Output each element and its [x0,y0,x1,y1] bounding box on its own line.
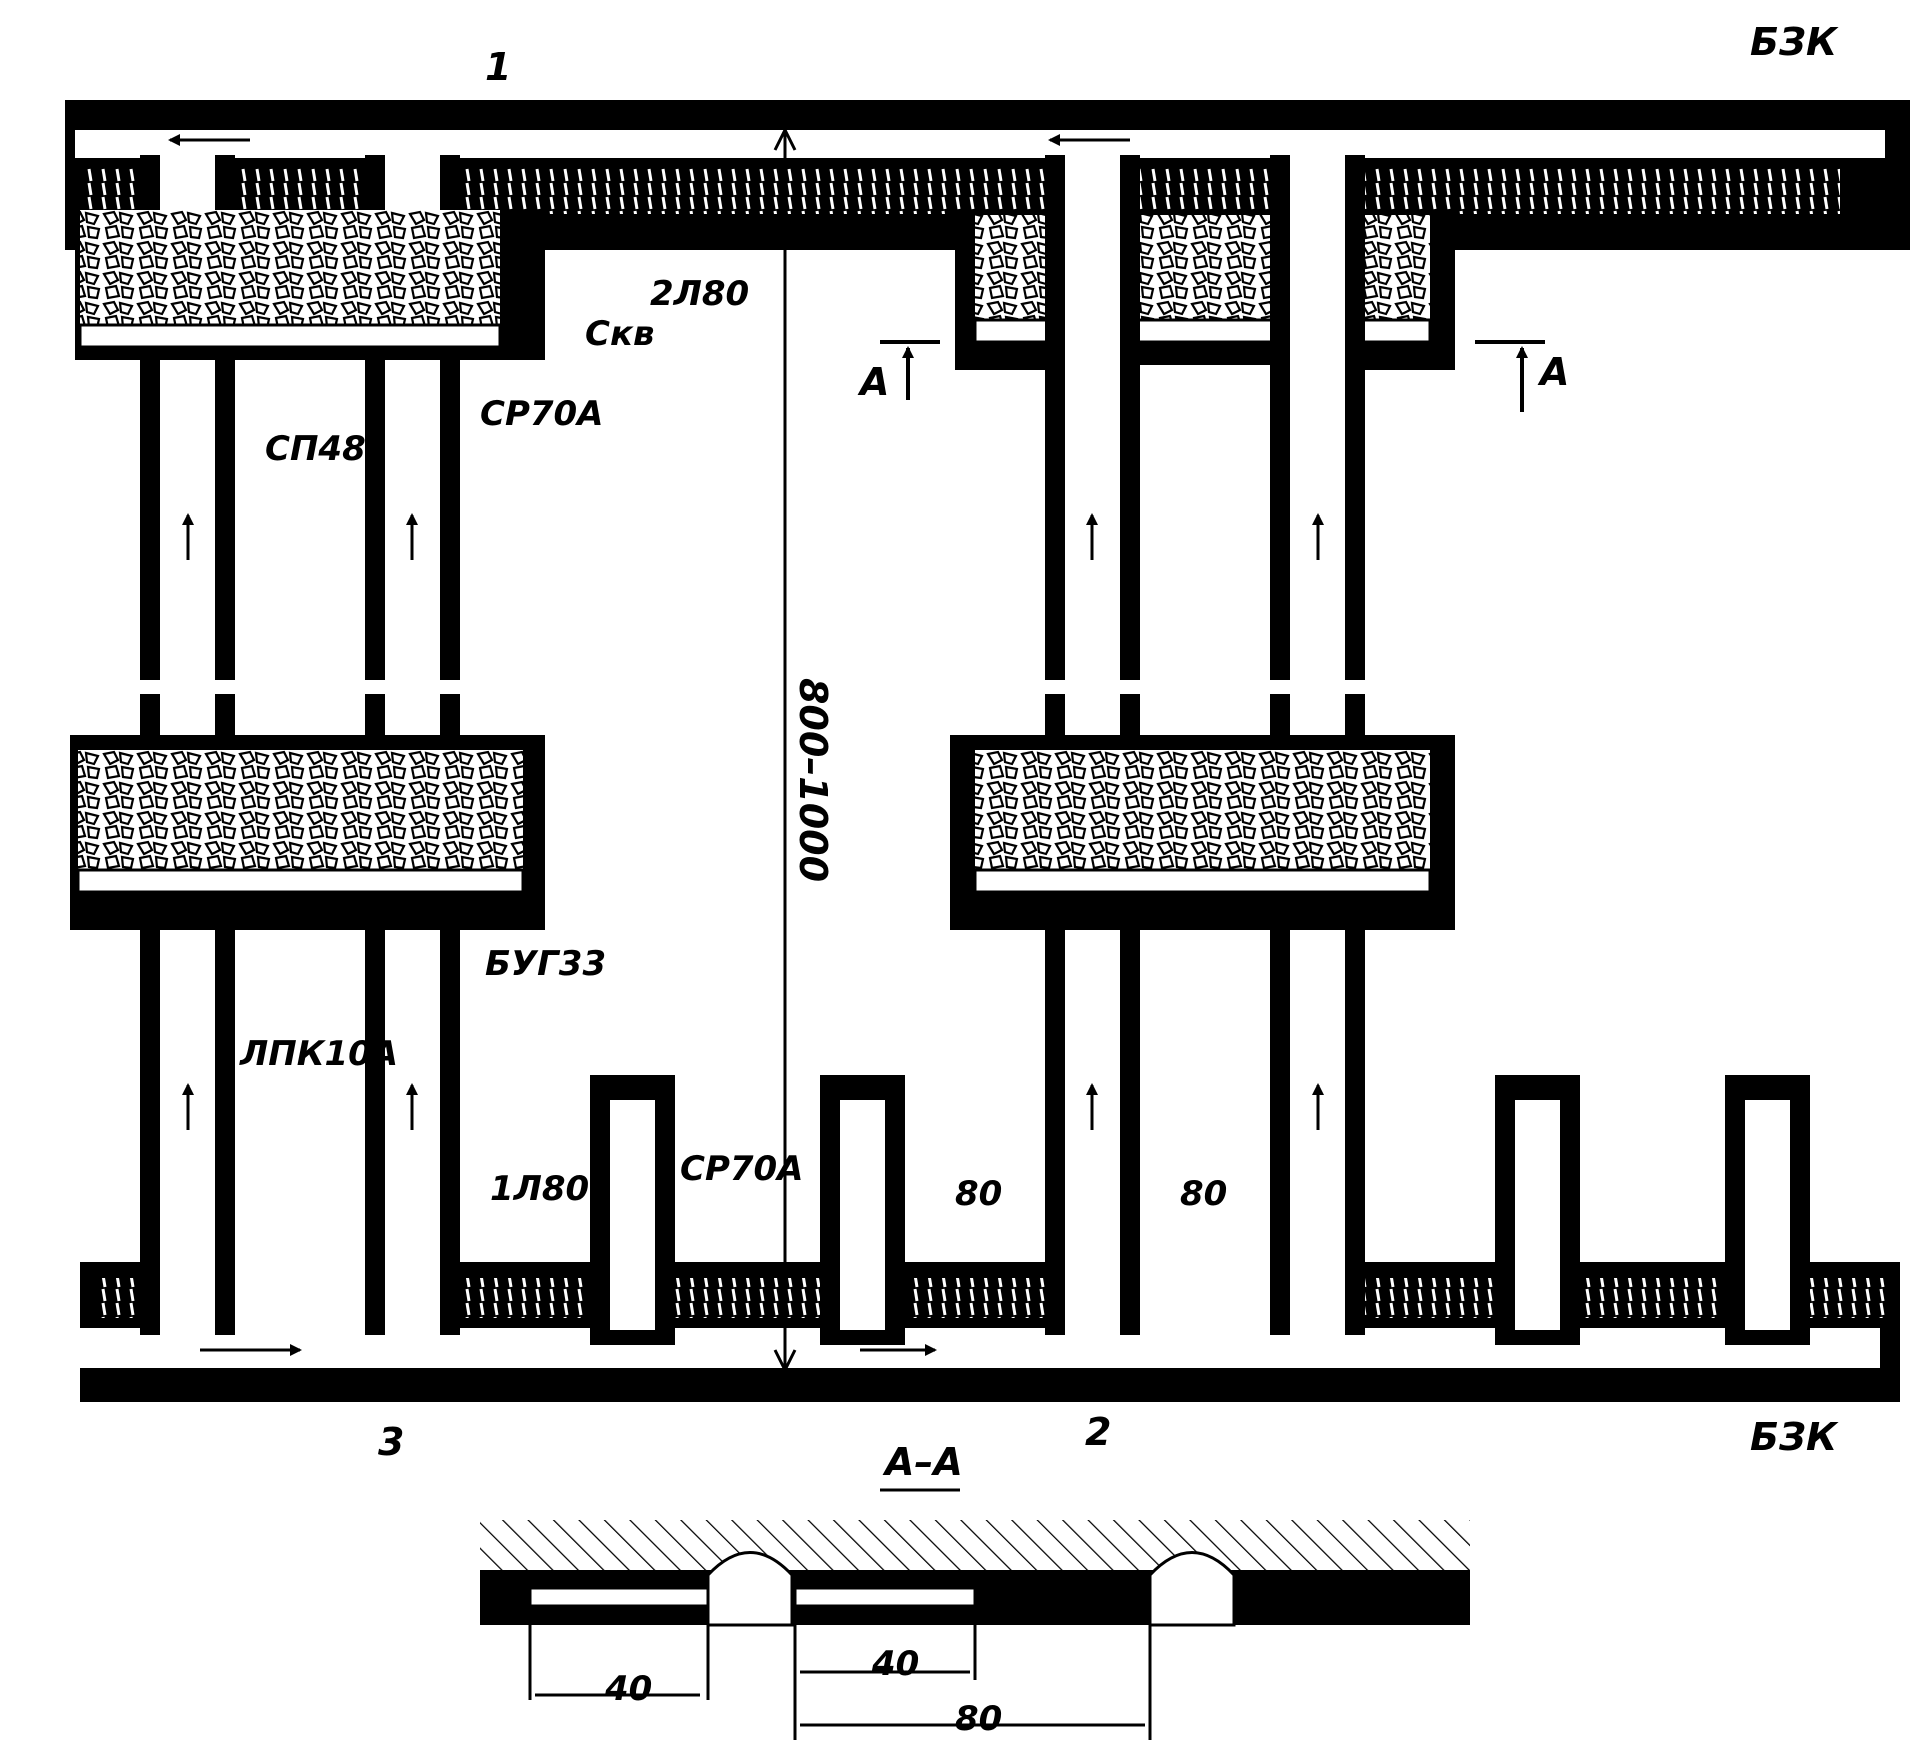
flow-arrows [168,134,1324,1356]
label-sp48: СП48 [265,429,366,469]
section-dim-80: 80 [955,1699,1002,1739]
height-dimension [773,126,797,1374]
label-sr70a-bottom: СР70А [680,1149,804,1189]
bottom-recesses [590,1075,1810,1345]
label-bug33: БУГ33 [485,944,606,984]
section-title: А–А [882,1440,963,1484]
label-bzk-top: БЗК [1750,20,1839,64]
section-dim-40-b: 40 [871,1644,919,1684]
height-dimension-label: 800–1000 [791,678,835,882]
label-lpk10a: ЛПК10А [239,1034,398,1074]
label-section-a-left: А [857,360,889,404]
label-drift-1: 1 [485,45,511,89]
label-dim-80-a: 80 [955,1174,1002,1214]
section-dimensions [528,1610,1152,1740]
label-2l80: 2Л80 [650,274,749,314]
section-a-a [480,1520,1470,1627]
label-item-3: 3 [378,1420,404,1464]
section-dim-40-a: 40 [604,1669,652,1709]
label-sr70a-top: СР70А [480,394,604,434]
label-bzk-bottom: БЗК [1750,1415,1839,1459]
right-block [950,155,1455,1350]
section-markers [880,340,1545,412]
left-block [70,155,545,1350]
label-section-a-right: А [1537,350,1569,394]
label-skv: Скв [585,314,655,354]
label-1l80: 1Л80 [490,1169,589,1209]
label-dim-80-b: 80 [1180,1174,1227,1214]
label-drift-2: 2 [1085,1410,1111,1454]
